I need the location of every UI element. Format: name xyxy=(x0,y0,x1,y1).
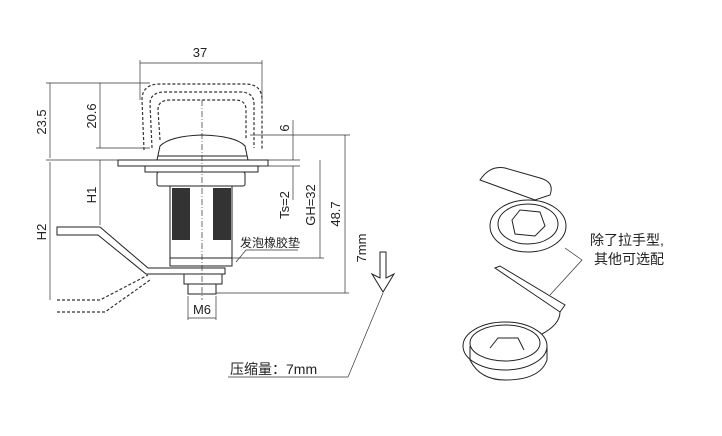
dim-length-48-7: 48.7 xyxy=(328,201,343,226)
nut xyxy=(156,171,246,187)
option-note-line1: 除了拉手型, xyxy=(590,232,664,248)
dim-h2: H2 xyxy=(34,224,49,241)
dim-width-37: 37 xyxy=(193,45,207,60)
dust-cap-ring xyxy=(462,265,566,381)
panel-plate xyxy=(117,159,269,167)
dim-gap-6: 6 xyxy=(277,124,292,131)
dim-thread-m6: M6 xyxy=(193,302,211,317)
dim-ts: Ts=2 xyxy=(277,191,292,219)
thread-right xyxy=(213,188,231,240)
folding-handle-dashed xyxy=(141,83,263,151)
compression-label: 压缩量：7mm xyxy=(230,361,317,377)
foam-gasket xyxy=(169,257,233,267)
option-leader-line xyxy=(549,247,583,296)
dim-travel-7mm: 7mm xyxy=(354,234,369,263)
foam-gasket-label: 发泡橡胶垫 xyxy=(240,235,300,250)
dimension-lines xyxy=(46,60,384,378)
washer xyxy=(183,273,223,285)
thread-left xyxy=(172,188,190,240)
dim-height-23-5: 23.5 xyxy=(34,109,49,134)
flange xyxy=(144,165,259,173)
dust-cap-cover xyxy=(479,167,567,253)
cam-arm-dashed xyxy=(57,274,151,313)
dim-height-20-6: 20.6 xyxy=(84,103,99,128)
option-note-line2: 其他可选配 xyxy=(594,251,664,267)
dim-h1: H1 xyxy=(84,187,99,204)
compression-arrow-icon xyxy=(370,251,396,293)
dim-gh: GH=32 xyxy=(303,184,318,226)
cam-arm xyxy=(56,226,226,275)
